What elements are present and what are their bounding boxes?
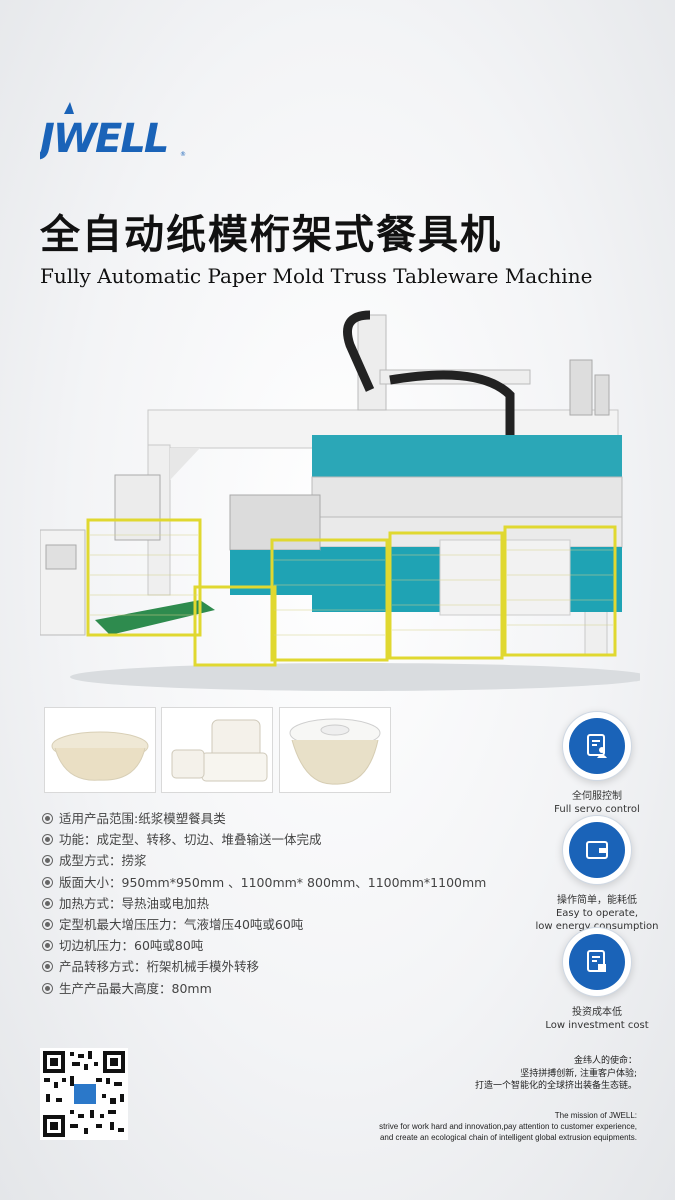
- wallet-icon: [569, 822, 625, 878]
- machine-illustration: [40, 310, 640, 691]
- qr-code[interactable]: [40, 1048, 128, 1140]
- spec-item: 功能：成定型、转移、切边、堆叠输送一体完成: [42, 829, 486, 850]
- mission-cn: 金纬人的使命： 坚持拼搏创新, 注重客户体验; 打造一个智能化的全球挤出装备生态…: [475, 1055, 637, 1093]
- mission-en-line2: and create an ecological chain of intell…: [379, 1133, 637, 1142]
- bullet-icon: [42, 961, 53, 973]
- spec-item: 成型方式：捞浆: [42, 850, 486, 871]
- bullet-icon: [42, 982, 53, 994]
- mission-en-line1: strive for work hard and innovation,pay …: [379, 1122, 637, 1131]
- product-image-bowl-lid: [279, 707, 391, 793]
- feature-servo-control: 全伺服控制 Full servo control: [522, 718, 672, 816]
- svg-text:JWELL: JWELL: [40, 116, 167, 160]
- bullet-icon: [42, 918, 53, 930]
- bullet-icon: [42, 813, 53, 824]
- feature-label-en: Easy to operate,: [555, 908, 639, 919]
- svg-text:®: ®: [180, 151, 186, 158]
- mission-cn-title: 金纬人的使命：: [573, 1056, 637, 1066]
- bullet-icon: [42, 834, 53, 846]
- spec-item: 产品转移方式：桁架机械手模外转移: [42, 956, 486, 977]
- feature-label-cn: 操作简单，能耗低: [557, 895, 637, 906]
- bullet-icon: [42, 940, 53, 952]
- mission-cn-line2: 打造一个智能化的全球挤出装备生态链。: [474, 1081, 637, 1091]
- servo-control-icon: [569, 718, 625, 774]
- spec-item: 定型机最大增压压力：气液增压40吨或60吨: [42, 914, 486, 935]
- feature-label-cn: 投资成本低: [572, 1007, 622, 1018]
- feature-label-en: Full servo control: [554, 804, 640, 815]
- title-english: Fully Automatic Paper Mold Truss Tablewa…: [40, 264, 593, 288]
- feature-low-investment: 投资成本低 Low investment cost: [522, 934, 672, 1032]
- spec-item: 切边机压力：60吨或80吨: [42, 935, 486, 956]
- mission-en: The mission of JWELL: strive for work ha…: [379, 1110, 637, 1143]
- spec-list: 适用产品范围:纸浆模塑餐具类 功能：成定型、转移、切边、堆叠输送一体完成 成型方…: [42, 808, 486, 999]
- title-chinese: 全自动纸模桁架式餐具机: [40, 212, 502, 258]
- spec-item: 版面大小：950mm*950mm 、1100mm* 800mm、1100mm*1…: [42, 872, 486, 893]
- feature-easy-operate: 操作简单，能耗低 Easy to operate, low energy con…: [522, 822, 672, 933]
- qr-center-logo: [74, 1084, 96, 1104]
- mission-cn-line1: 坚持拼搏创新, 注重客户体验;: [520, 1068, 637, 1079]
- investment-icon: [569, 934, 625, 990]
- feature-label-en-2: low energy consumption: [535, 921, 659, 932]
- feature-label-en: Low investment cost: [545, 1020, 649, 1031]
- jwell-logo: JWELL ®: [40, 102, 186, 160]
- spec-item: 生产产品最大高度：80mm: [42, 978, 486, 999]
- bullet-icon: [42, 876, 53, 888]
- spec-item: 加热方式：导热油或电加热: [42, 893, 486, 914]
- spec-item: 适用产品范围:纸浆模塑餐具类: [42, 808, 486, 829]
- bullet-icon: [42, 897, 53, 909]
- product-image-clamshell-box: [161, 707, 273, 793]
- bullet-icon: [42, 855, 53, 867]
- product-image-bowl-oval: [44, 707, 156, 793]
- feature-label-cn: 全伺服控制: [572, 791, 622, 802]
- mission-en-title: The mission of JWELL:: [554, 1111, 637, 1120]
